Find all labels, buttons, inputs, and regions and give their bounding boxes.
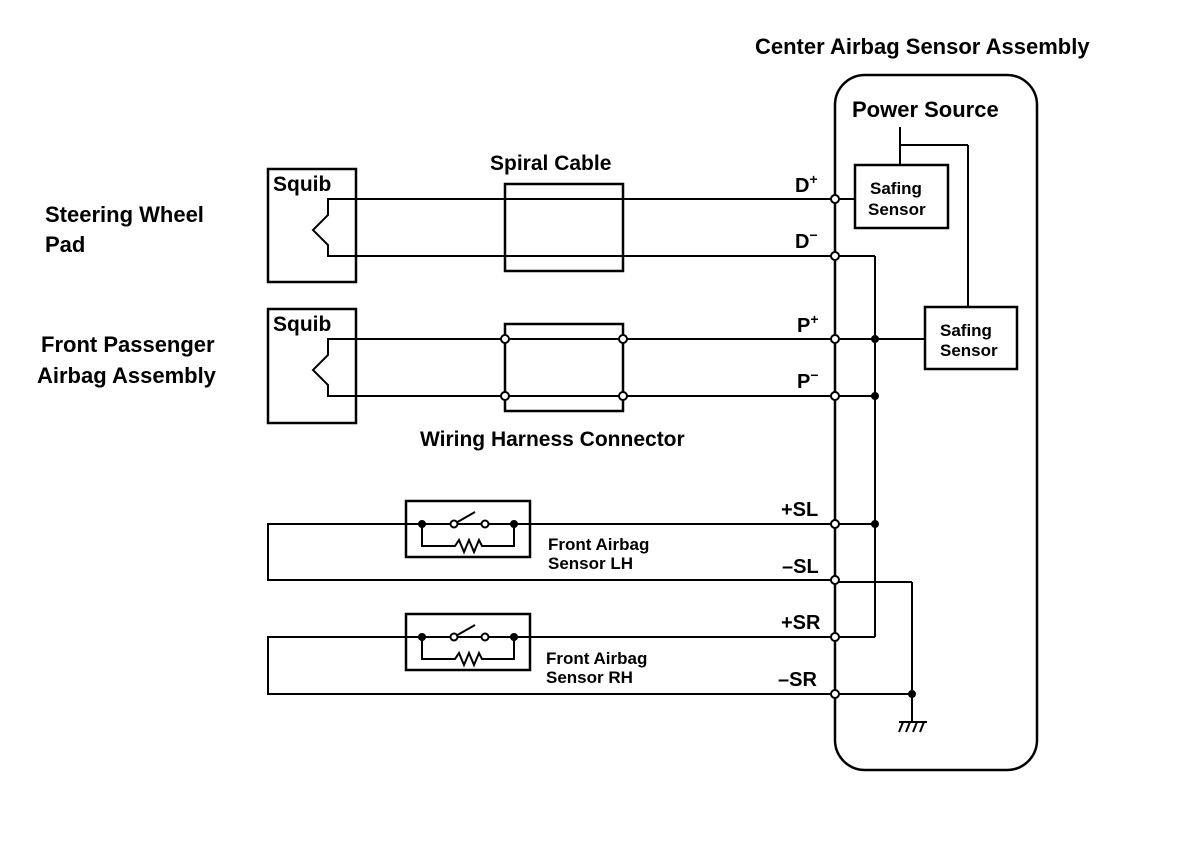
terminal-p-plus: P+ xyxy=(797,311,819,337)
terminal-d-minus: D− xyxy=(795,227,818,253)
wiring-harness-connector: Wiring Harness Connector xyxy=(420,322,685,451)
terminal-minus-sr: –SR xyxy=(778,669,817,691)
harness-connector-nodes xyxy=(500,334,628,401)
svg-text:Sensor: Sensor xyxy=(868,200,926,219)
terminal-minus-sl: –SL xyxy=(782,556,819,578)
svg-text:Squib: Squib xyxy=(273,173,331,196)
power-source-wiring xyxy=(899,127,969,307)
front-passenger-label-2: Airbag Assembly xyxy=(37,363,217,388)
svg-text:Squib: Squib xyxy=(273,313,331,336)
svg-text:Safing: Safing xyxy=(940,321,992,340)
svg-text:Front Airbag: Front Airbag xyxy=(546,649,647,668)
steering-wheel-pad-label: Steering Wheel xyxy=(45,202,204,227)
svg-text:Spiral Cable: Spiral Cable xyxy=(490,152,611,175)
center-sensor-assembly-box xyxy=(833,73,1039,772)
svg-text:Sensor RH: Sensor RH xyxy=(546,668,633,687)
svg-text:Front Airbag: Front Airbag xyxy=(548,535,649,554)
front-passenger-label: Front Passenger xyxy=(41,332,215,357)
driver-squib: Squib xyxy=(266,167,358,284)
ground-icon xyxy=(898,721,927,733)
main-wires xyxy=(336,198,925,722)
safing-sensor-lower: Safing Sensor xyxy=(923,305,1019,371)
center-assembly-label: Center Airbag Sensor Assembly xyxy=(755,34,1090,59)
terminal-plus-sl: +SL xyxy=(781,499,818,521)
passenger-squib: Squib xyxy=(266,307,358,425)
terminal-d-plus: D+ xyxy=(795,171,818,197)
svg-text:Safing: Safing xyxy=(870,179,922,198)
svg-text:Wiring Harness Connector: Wiring Harness Connector xyxy=(420,428,685,451)
safing-sensor-upper: Safing Sensor xyxy=(853,163,950,230)
front-sensor-rh-circuit: Front Airbag Sensor RH xyxy=(267,612,835,695)
svg-text:Sensor LH: Sensor LH xyxy=(548,554,633,573)
terminal-plus-sr: +SR xyxy=(781,612,821,634)
terminal-nodes xyxy=(830,194,916,699)
front-sensor-lh-circuit: Front Airbag Sensor LH xyxy=(267,499,835,581)
power-source-label: Power Source xyxy=(852,97,999,122)
spiral-cable: Spiral Cable xyxy=(490,152,625,273)
terminal-p-minus: P− xyxy=(797,367,819,393)
steering-wheel-pad-label-2: Pad xyxy=(45,232,85,257)
svg-text:Sensor: Sensor xyxy=(940,341,998,360)
